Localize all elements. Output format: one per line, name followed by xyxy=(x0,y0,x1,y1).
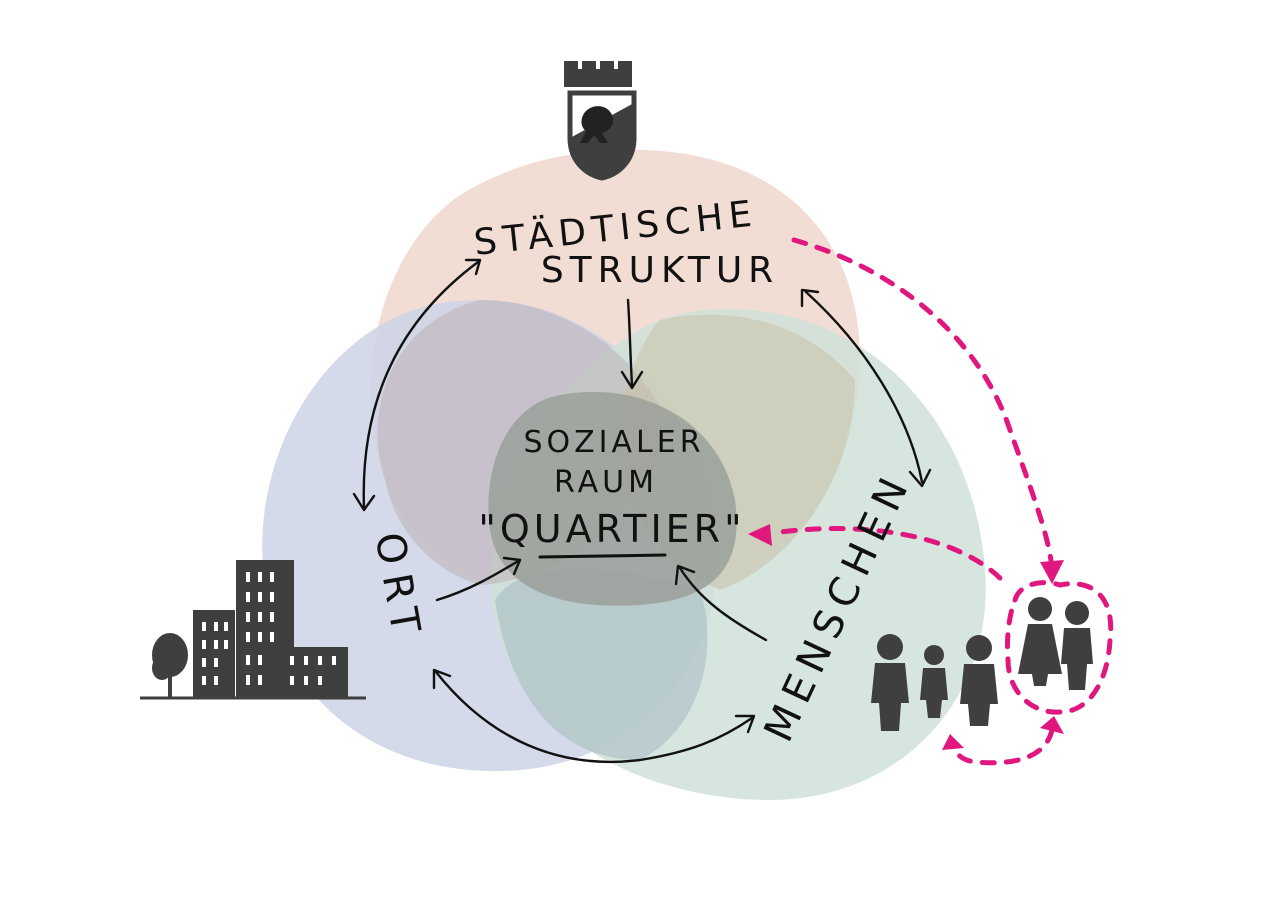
quartier-underline xyxy=(538,553,667,559)
circles xyxy=(262,149,986,800)
overlap-center xyxy=(488,391,737,606)
dashed-arrow-struktur-to-people xyxy=(791,237,1055,573)
arrow-struktur-ort xyxy=(362,260,480,510)
arrow-menschen-to-quartier xyxy=(678,566,768,642)
overlap-left-right xyxy=(495,568,708,760)
dashed-arrow-loop xyxy=(949,727,1055,766)
people-icon xyxy=(871,597,1093,731)
label-top-line2: STRUKTUR xyxy=(541,250,779,291)
dashed-arrows xyxy=(748,237,1114,766)
arrow-ort-to-quartier xyxy=(435,558,522,602)
arrow-struktur-to-quartier xyxy=(626,298,634,387)
label-center-line1: SOZIALER xyxy=(523,425,704,460)
arrow-ort-menschen xyxy=(434,670,754,764)
arrows xyxy=(352,258,932,764)
label-center-line2: RAUM xyxy=(554,465,658,500)
bern-coat-of-arms-icon xyxy=(564,61,637,181)
dashed-circle-group xyxy=(1005,580,1114,715)
label-center-line3: "QUARTIER" xyxy=(478,507,745,551)
dashed-arrow-people-to-quartier xyxy=(777,526,1003,581)
tree-icon xyxy=(152,633,188,698)
arrow-struktur-menschen xyxy=(804,290,924,484)
buildings-icon xyxy=(193,560,348,698)
